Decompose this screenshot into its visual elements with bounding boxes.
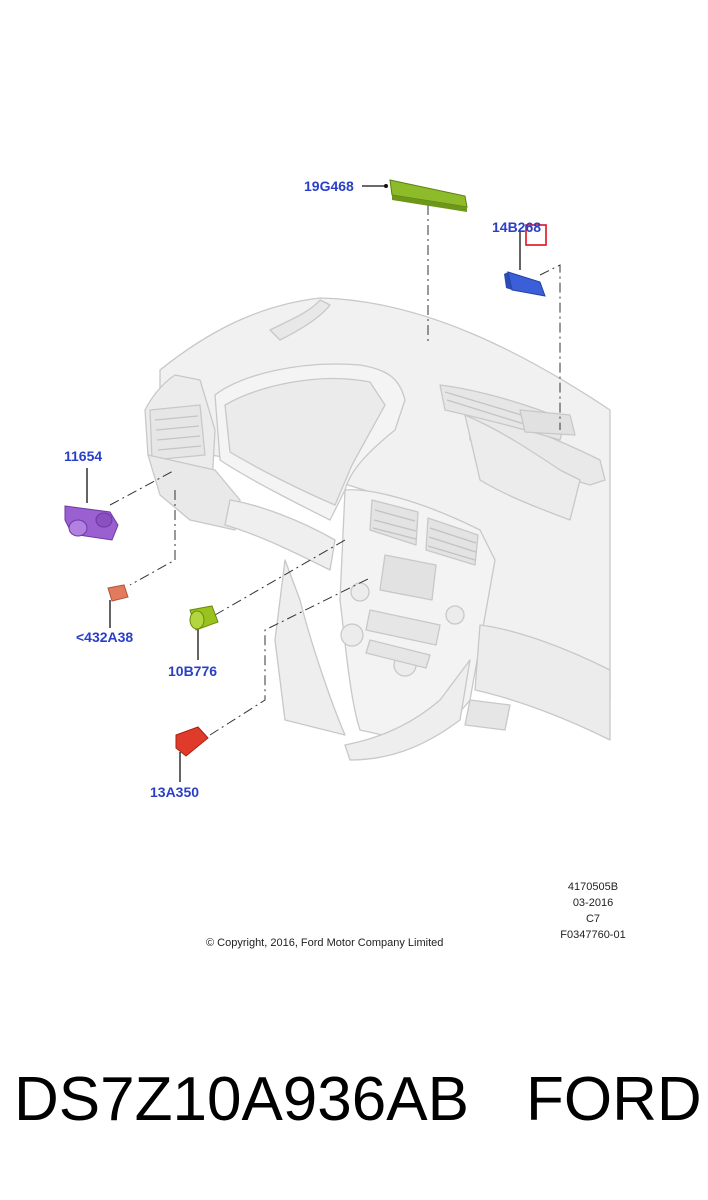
callout-13a350[interactable]: 13A350: [150, 784, 199, 800]
callout-dot: [384, 184, 388, 188]
figure-date: 03-2016: [573, 897, 613, 909]
brand-caption: FORD: [526, 1065, 702, 1134]
figure-info: 4170505B 03-2016 C7 F0347760-01: [560, 881, 625, 941]
figure-code: C7: [586, 913, 600, 925]
callout-10b776[interactable]: 10B776: [168, 663, 217, 679]
callout-ticks: [86, 185, 521, 782]
figure-id: 4170505B: [568, 881, 618, 893]
instrument-panel-illustration: [144, 297, 611, 761]
part-432a38-shape[interactable]: [107, 584, 129, 602]
callout-14b268[interactable]: 14B268: [492, 219, 541, 235]
leader-lines: [109, 205, 561, 736]
highlight-box: [525, 224, 547, 246]
figure-ref: F0347760-01: [560, 929, 625, 941]
copyright-notice: © Copyright, 2016, Ford Motor Company Li…: [206, 937, 443, 949]
callout-11654[interactable]: 11654: [64, 448, 102, 464]
callout-19g468[interactable]: 19G468: [304, 178, 354, 194]
callout-432a38[interactable]: <432A38: [76, 629, 133, 645]
part-10b776-shape[interactable]: [189, 605, 219, 631]
part-number-caption: DS7Z10A936AB: [14, 1065, 469, 1134]
dashboard-parts-diagram: 19G468 14B268 11654 <432A38 10B776 13A35…: [64, 178, 626, 949]
part-19g468-shape[interactable]: [389, 179, 468, 212]
part-13a350-shape[interactable]: [175, 726, 209, 757]
part-11654-shape[interactable]: [64, 505, 119, 541]
part-14b268-shape[interactable]: [504, 271, 546, 297]
